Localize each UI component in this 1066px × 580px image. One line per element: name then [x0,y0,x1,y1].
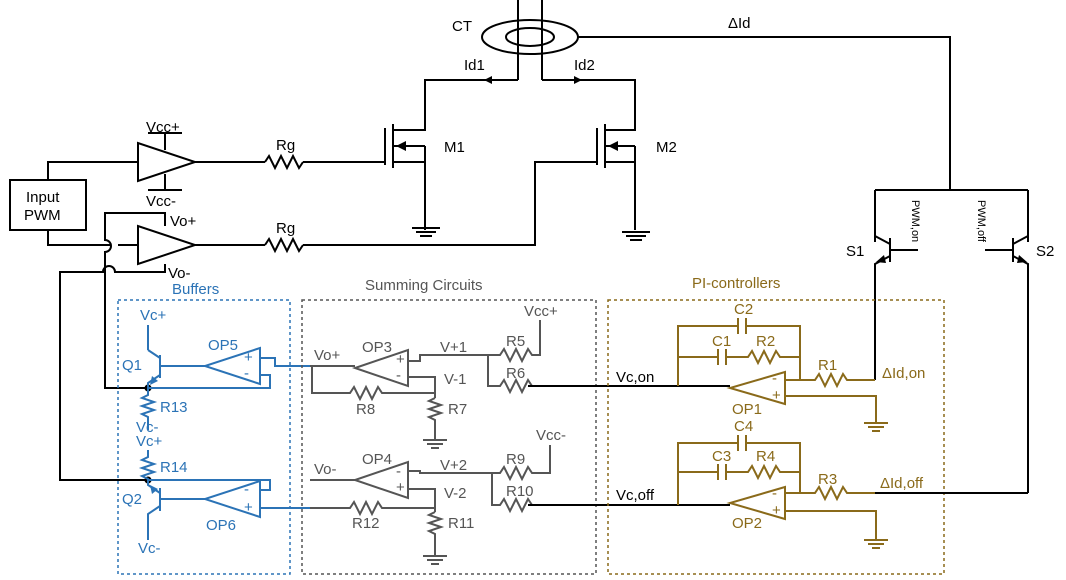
vc-plus-2: Vc+ [136,433,163,450]
c3-label: C3 [712,448,731,465]
svg-text:-: - [396,463,401,480]
q1-label: Q1 [122,357,142,374]
delta-id-off-label: ΔId,off [880,475,924,492]
id2-label: Id2 [574,57,595,74]
mosfet-m1 [384,124,440,237]
r10-label: R10 [506,483,534,500]
s2-label: S2 [1036,243,1054,260]
v-plus2-label: V+2 [440,457,467,474]
svg-text:+: + [244,349,253,366]
op6-label: OP6 [206,517,236,534]
vcc-minus-sum: Vcc- [536,427,566,444]
mosfet-m2 [596,124,650,241]
delta-id-label: ΔId [728,15,751,32]
v-minus2-label: V-2 [444,485,467,502]
svg-text:-: - [244,481,249,498]
r9-label: R9 [506,451,525,468]
op6 [201,479,261,519]
summing-box [301,299,597,575]
svg-text:-: - [396,367,401,384]
q2-label: Q2 [122,491,142,508]
m1-label: M1 [444,139,465,156]
pi-box [607,299,945,575]
pwm-off-label: PWM,off [975,200,987,243]
svg-text:+: + [396,479,405,496]
rg-label-2: Rg [276,220,295,237]
id1-label: Id1 [464,57,485,74]
m2-label: M2 [656,139,677,156]
rg-label-1: Rg [276,137,295,154]
gate-driver-1 [137,141,199,183]
svg-text:-: - [772,485,777,502]
vc-on-label: Vc,on [616,369,654,386]
vcc-plus-label: Vcc+ [146,119,180,136]
vc-minus-bottom: Vc- [138,540,161,557]
delta-id-on-label: ΔId,on [882,365,925,382]
svg-text:+: + [772,502,781,519]
op4 [351,460,409,500]
s1-label: S1 [846,243,864,260]
buffers-title: Buffers [172,281,219,298]
r6-label: R6 [506,365,525,382]
r2-label: R2 [756,333,775,350]
op2 [726,485,786,521]
svg-text:+: + [244,499,253,516]
r3-label: R3 [818,471,837,488]
op4-label: OP4 [362,451,392,468]
vc-off-label: Vc,off [616,487,655,504]
vo-minus-sum: Vo- [314,461,337,478]
r13-label: R13 [160,399,188,416]
ct-label: CT [452,18,472,35]
r5-label: R5 [506,333,525,350]
pwm-on-label: PWM,on [909,200,921,242]
buffers-box [117,299,291,575]
op5 [201,346,261,386]
op1 [726,370,786,406]
r4-label: R4 [756,448,775,465]
vc-minus-1: Vc- [136,419,159,436]
svg-text:+: + [396,351,405,368]
vc-plus-top: Vc+ [140,307,167,324]
svg-text:-: - [772,370,777,387]
svg-text:-: - [244,365,249,382]
v-plus1-label: V+1 [440,339,467,356]
r8-label: R8 [356,401,375,418]
r11-label: R11 [448,515,474,532]
vcc-plus-sum: Vcc+ [524,303,558,320]
v-minus1-label: V-1 [444,371,467,388]
r12-label: R12 [352,515,380,532]
c1-label: C1 [712,333,731,350]
c2-label: C2 [734,301,753,318]
summing-title: Summing Circuits [365,277,483,294]
c4-label: C4 [734,418,753,435]
op3 [351,348,409,388]
r14-label: R14 [160,459,188,476]
r1-label: R1 [818,357,837,374]
r7-label: R7 [448,401,467,418]
current-transformer [481,0,579,80]
pi-title: PI-controllers [692,275,780,292]
vo-plus-sum: Vo+ [314,347,341,364]
input-pwm-line1: Input [26,189,60,206]
vo-minus-label: Vo- [168,265,191,282]
svg-text:+: + [772,387,781,404]
gate-driver-2 [137,224,199,266]
switch-s2 [985,235,1029,493]
input-pwm-line2: PWM [24,207,61,224]
op2-label: OP2 [732,515,762,532]
switch-s1 [874,235,918,380]
op1-label: OP1 [732,401,762,418]
op3-label: OP3 [362,339,392,356]
op5-label: OP5 [208,337,238,354]
vo-plus-label: Vo+ [170,213,197,230]
vcc-minus-label: Vcc- [146,193,176,210]
